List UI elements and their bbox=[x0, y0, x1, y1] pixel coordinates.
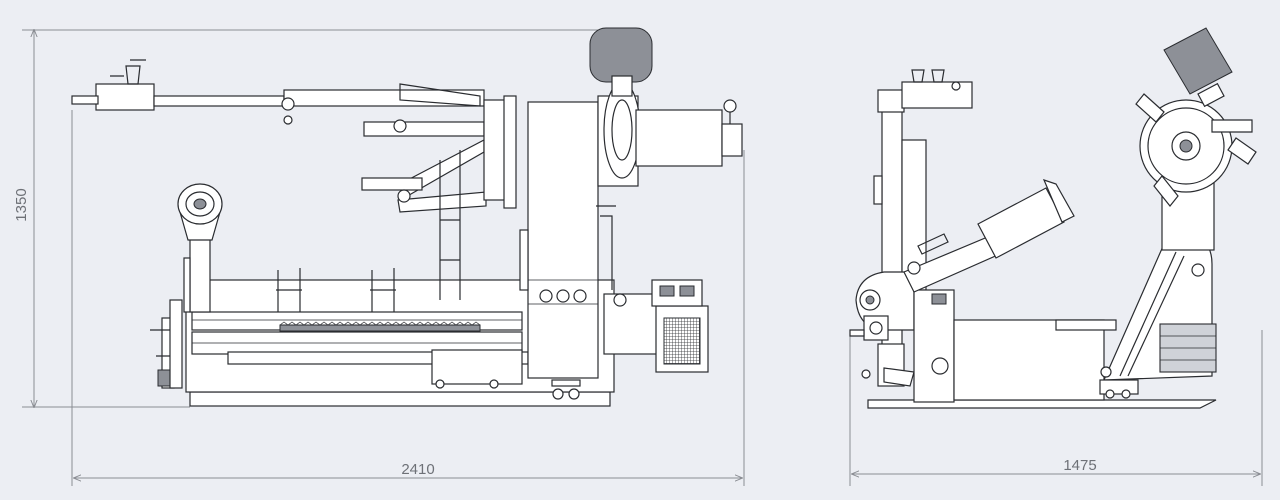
side-wheel-hub bbox=[589, 27, 743, 187]
side-view bbox=[71, 27, 743, 407]
side-lower-box bbox=[431, 349, 523, 385]
side-base-plate bbox=[189, 391, 611, 407]
side-motor-unit bbox=[596, 205, 709, 373]
side-lever-arms bbox=[361, 119, 487, 300]
side-turntable-column bbox=[177, 183, 223, 313]
side-feet bbox=[551, 379, 581, 400]
front-pivot-lever bbox=[849, 271, 915, 387]
dimension-width-front: 1475 bbox=[849, 330, 1263, 486]
dimension-width-side: 2410 bbox=[71, 110, 745, 486]
side-vertical-column bbox=[483, 95, 599, 379]
gear-rack bbox=[279, 321, 481, 332]
side-hooks bbox=[276, 268, 396, 312]
height-dimension-label: 1350 bbox=[13, 188, 30, 221]
side-left-handle bbox=[150, 299, 183, 389]
front-wheel-clamp bbox=[1135, 27, 1257, 207]
front-width-dimension-label: 1475 bbox=[1063, 457, 1096, 474]
side-width-dimension-label: 2410 bbox=[401, 461, 434, 478]
front-lower-block bbox=[913, 289, 1117, 403]
side-top-arm bbox=[71, 59, 485, 125]
front-main-support bbox=[1099, 179, 1217, 399]
dimension-height: 1350 bbox=[13, 30, 640, 407]
front-view bbox=[849, 27, 1257, 409]
front-diagonal-arm bbox=[903, 179, 1075, 293]
